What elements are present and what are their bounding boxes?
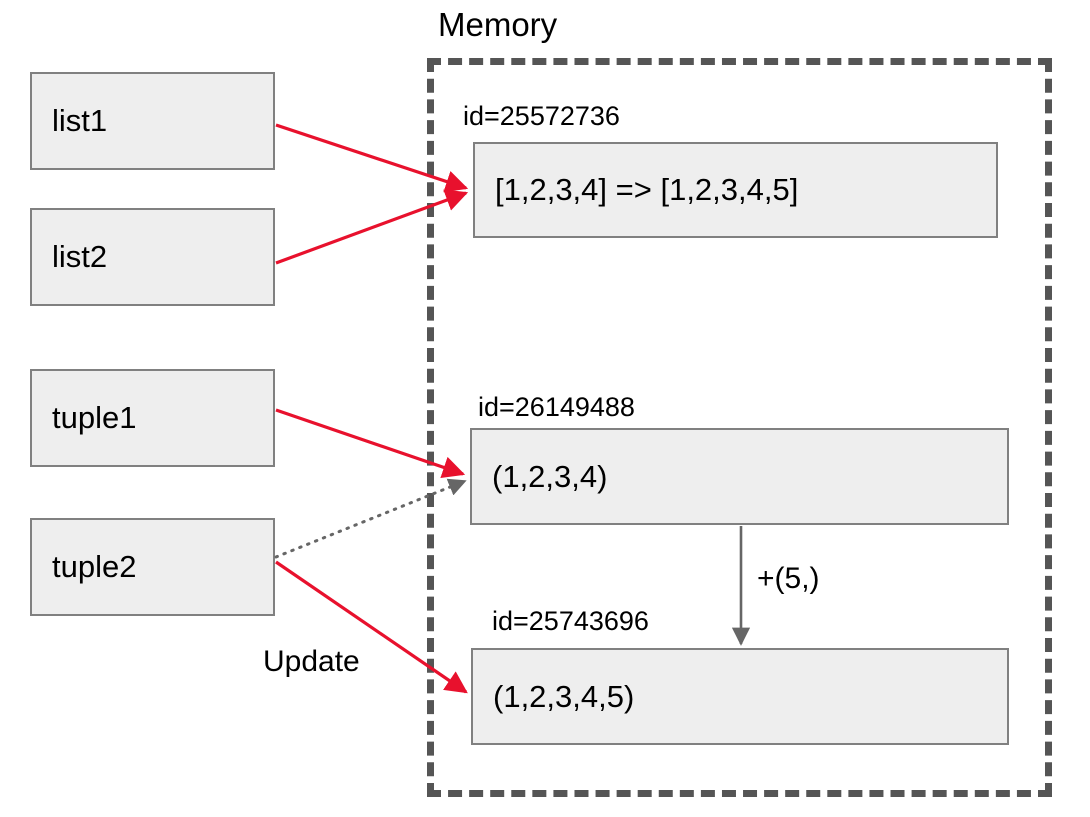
plus-five-annotation-label: +(5,) — [757, 562, 820, 595]
memory-object-box-1[interactable]: (1,2,3,4) — [470, 428, 1009, 525]
memory-object-box-2[interactable]: (1,2,3,4,5) — [471, 648, 1009, 745]
memory-object-value-2: (1,2,3,4,5) — [493, 678, 635, 714]
memory-region-title: Memory — [438, 6, 558, 43]
update-annotation-label: Update — [263, 645, 360, 678]
variable-box-list1[interactable]: list1 — [30, 72, 275, 170]
variable-box-tuple1[interactable]: tuple1 — [30, 369, 275, 467]
memory-object-id-2: id=25743696 — [492, 606, 649, 636]
memory-object-box-0[interactable]: [1,2,3,4] => [1,2,3,4,5] — [473, 142, 998, 238]
variable-box-list2[interactable]: list2 — [30, 208, 275, 306]
variable-label-tuple2: tuple2 — [52, 549, 137, 584]
memory-object-value-1: (1,2,3,4) — [492, 458, 608, 494]
memory-object-id-0: id=25572736 — [463, 101, 620, 131]
memory-object-id-1: id=26149488 — [478, 392, 635, 422]
variable-label-list2: list2 — [52, 239, 108, 274]
variable-label-tuple1: tuple1 — [52, 400, 137, 435]
memory-object-value-0: [1,2,3,4] => [1,2,3,4,5] — [495, 172, 799, 207]
variable-box-tuple2[interactable]: tuple2 — [30, 518, 275, 616]
variable-label-list1: list1 — [52, 103, 108, 138]
